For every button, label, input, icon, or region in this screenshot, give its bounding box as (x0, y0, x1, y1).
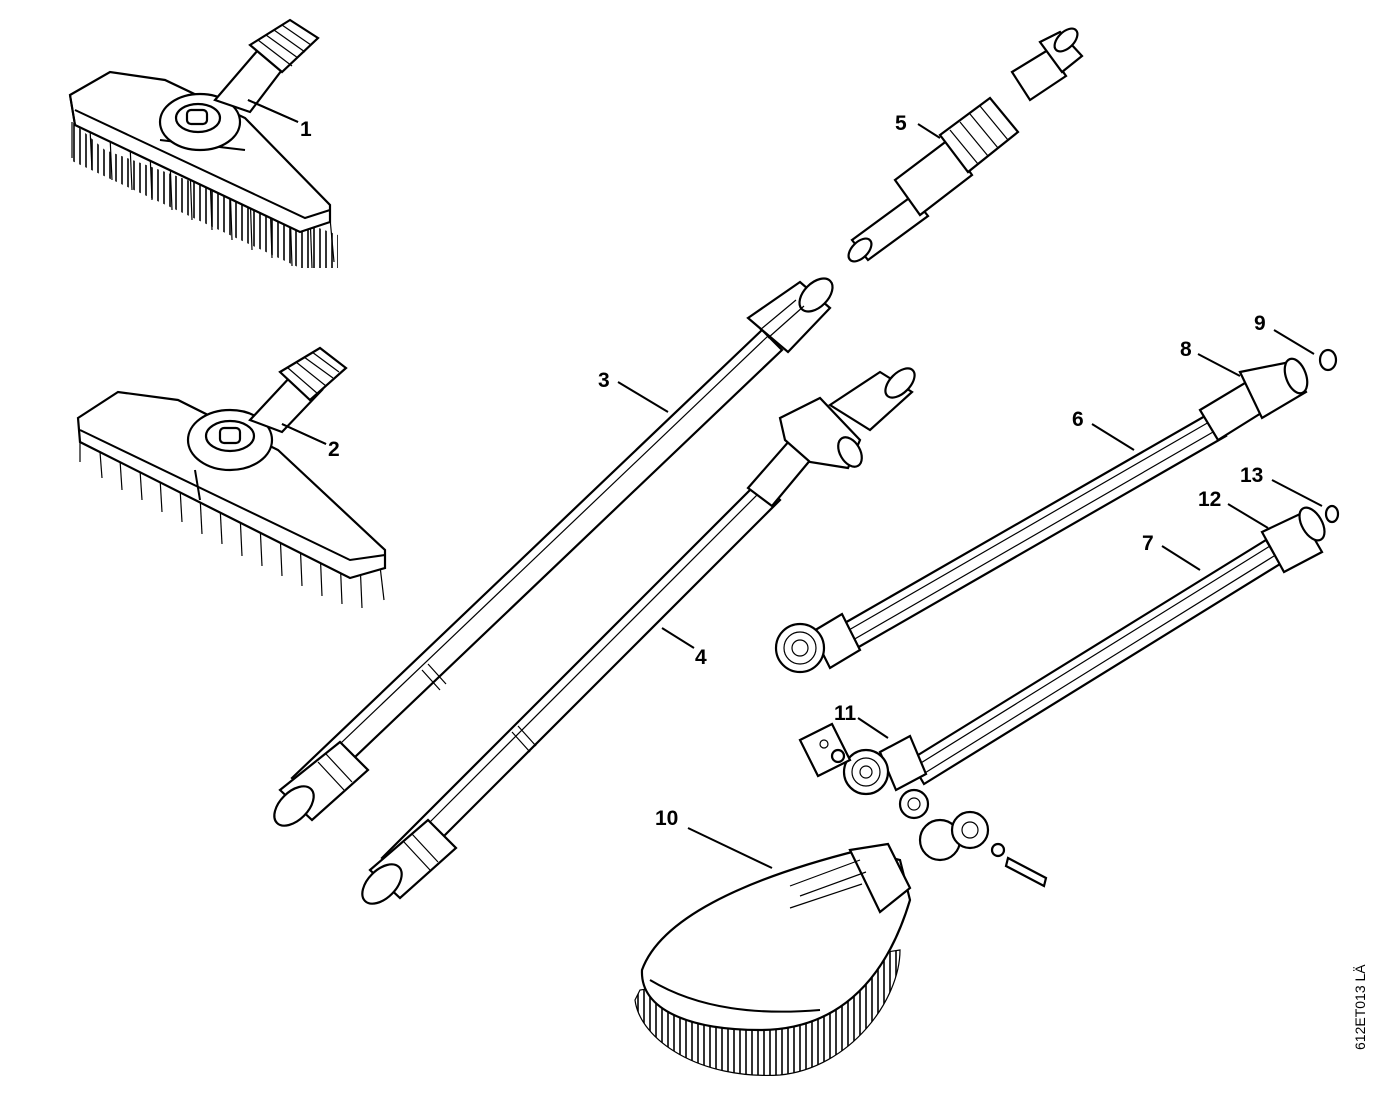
part-11-fittings (798, 722, 1048, 888)
part-2-scrubbing-brush (76, 346, 387, 609)
part-10-washing-brush (634, 842, 912, 1076)
part-1-scrubbing-brush (68, 18, 338, 269)
callout-6: 6 (1072, 408, 1084, 431)
leader-lines (247, 99, 1323, 869)
callout-8: 8 (1180, 338, 1192, 361)
callout-3: 3 (598, 369, 610, 392)
part-6-rotating-tube (774, 357, 1309, 674)
part-5-adapter (847, 27, 1084, 263)
callout-11: 11 (834, 702, 857, 725)
part-3-extension-tube (273, 277, 834, 827)
part-9-o-ring (1318, 348, 1338, 372)
callout-9: 9 (1254, 312, 1266, 335)
callout-10: 10 (655, 807, 678, 830)
callout-13: 13 (1240, 464, 1263, 487)
part-7-rotating-tube (842, 506, 1326, 796)
callout-4: 4 (695, 646, 707, 669)
callout-7: 7 (1142, 532, 1154, 555)
drawing-reference-code: 612ET013 LÄ (1352, 964, 1368, 1050)
callout-5: 5 (895, 112, 907, 135)
callout-1: 1 (300, 118, 312, 141)
part-13-o-ring (1324, 504, 1340, 524)
callout-2: 2 (328, 438, 340, 461)
part-4-angled-tube (361, 367, 916, 905)
callout-12: 12 (1198, 488, 1221, 511)
